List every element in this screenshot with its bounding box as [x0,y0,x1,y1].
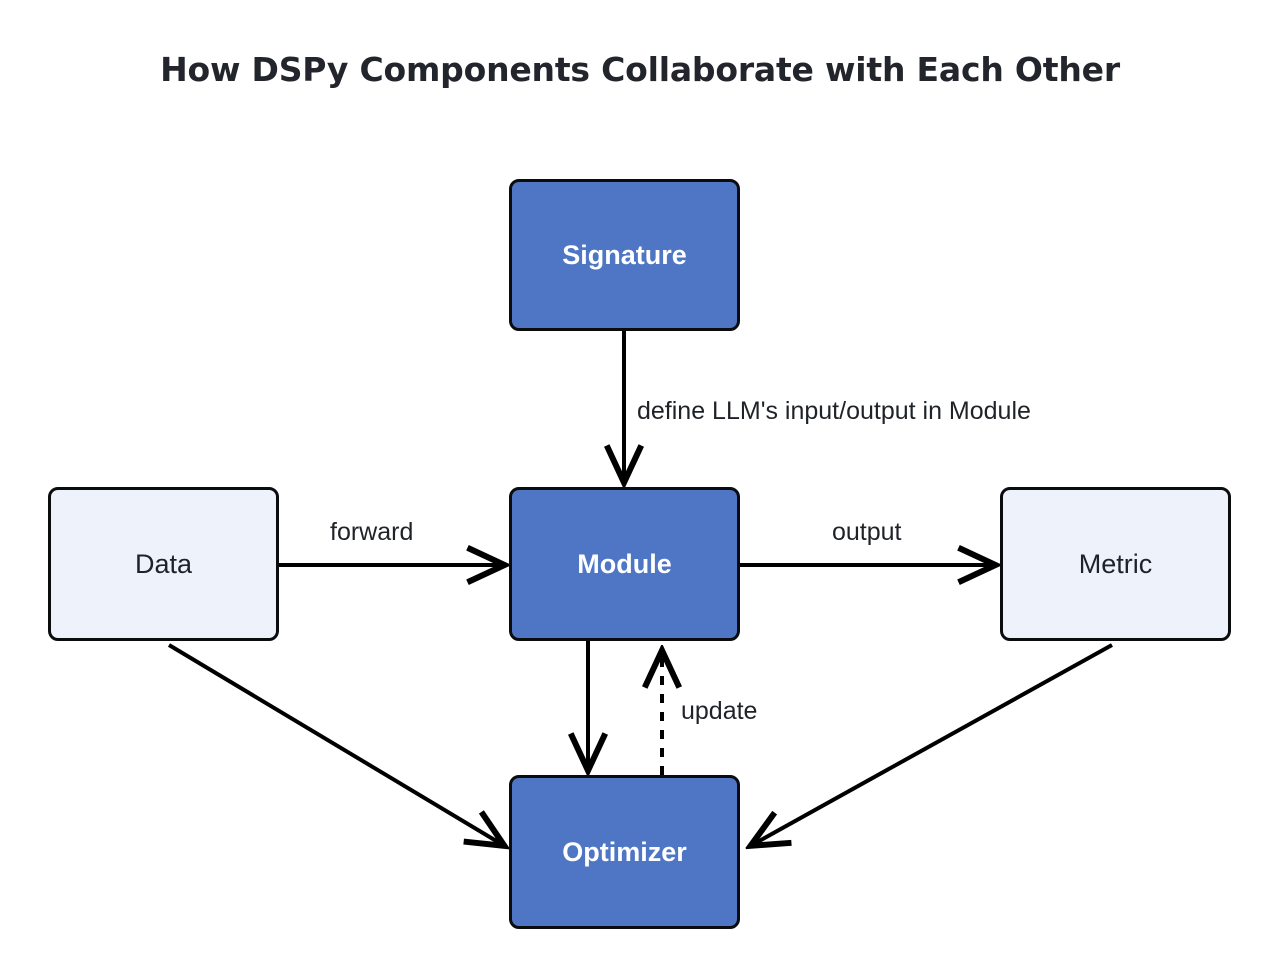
edge-label-output: output [832,518,902,546]
node-metric[interactable]: Metric [1000,487,1231,641]
node-data[interactable]: Data [48,487,279,641]
edge-data-to-optimizer [167,643,503,845]
edge-label-update: update [681,697,758,725]
edge-label-forward: forward [330,518,414,546]
edge-label-define: define LLM's input/output in Module [637,397,1031,425]
edge-metric-to-optimizer [752,643,1113,845]
node-optimizer[interactable]: Optimizer [509,775,740,929]
node-module[interactable]: Module [509,487,740,641]
diagram-title: How DSPy Components Collaborate with Eac… [160,50,1120,89]
node-signature[interactable]: Signature [509,179,740,331]
